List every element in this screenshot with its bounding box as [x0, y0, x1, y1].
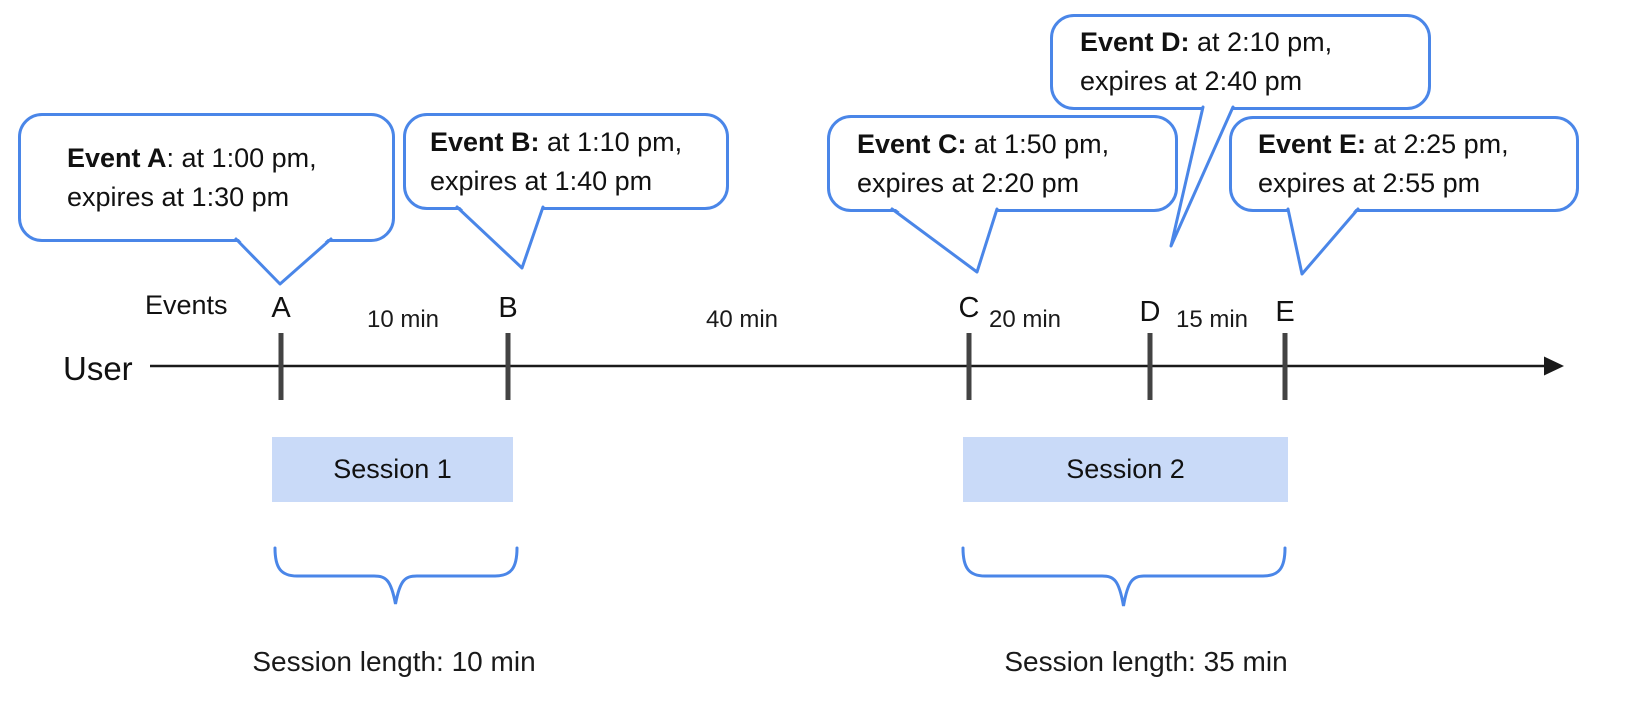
event-tick-a — [278, 333, 284, 400]
interval-b-c: 40 min — [705, 306, 779, 333]
callout-d-tail — [1169, 105, 1235, 248]
callout-event-a-line1: Event A: at 1:00 pm, — [67, 139, 392, 178]
callout-b-tail-fill — [457, 204, 543, 268]
session-2-length-caption: Session length: 35 min — [1004, 646, 1288, 677]
callout-event-a-time: : at 1:00 pm, — [166, 142, 317, 173]
callout-c-tail — [890, 207, 999, 274]
callout-event-d-title: Event D: — [1080, 27, 1190, 57]
callout-b-tail — [455, 205, 545, 270]
event-mark-a: A — [271, 292, 291, 324]
event-tick-c — [966, 333, 972, 400]
session-1-length-caption: Session length: 10 min — [252, 646, 536, 677]
event-mark-d: D — [1139, 296, 1161, 328]
timeline-arrowhead-icon — [1544, 356, 1564, 376]
callout-event-c: Event C: at 1:50 pm, expires at 2:20 pm — [827, 115, 1178, 212]
callout-event-b: Event B: at 1:10 pm, expires at 1:40 pm — [403, 113, 729, 210]
callout-event-e: Event E: at 2:25 pm, expires at 2:55 pm — [1229, 116, 1579, 212]
callout-event-b-title: Event B: — [430, 126, 540, 157]
event-tick-b — [505, 333, 511, 400]
session-2-brace — [961, 546, 1287, 607]
session-1-bar: Session 1 — [272, 437, 513, 502]
callout-c-tail-fill — [892, 206, 997, 272]
callout-event-c-line1: Event C: at 1:50 pm, — [857, 125, 1175, 164]
callout-event-e-line2: expires at 2:55 pm — [1258, 168, 1481, 198]
event-tick-e — [1282, 333, 1288, 400]
session-2-bar: Session 2 — [963, 437, 1288, 502]
callout-event-a-title: Event A — [67, 142, 167, 173]
callout-e-tail-fill — [1288, 206, 1358, 274]
callout-event-c-line2: expires at 2:20 pm — [857, 167, 1080, 198]
callout-event-c-time: at 1:50 pm, — [966, 128, 1110, 159]
callout-event-a: Event A: at 1:00 pm, expires at 1:30 pm — [18, 113, 395, 242]
events-row-label: Events — [145, 290, 228, 320]
callout-event-d-time: at 2:10 pm, — [1189, 27, 1333, 57]
callout-a-tail — [234, 237, 333, 286]
event-mark-b: B — [498, 292, 518, 324]
callout-event-b-line2: expires at 1:40 pm — [430, 165, 653, 196]
user-axis-label: User — [63, 350, 133, 387]
callout-e-tail — [1286, 207, 1360, 276]
callout-event-a-line2: expires at 1:30 pm — [67, 181, 290, 212]
callout-event-d: Event D: at 2:10 pm, expires at 2:40 pm — [1050, 14, 1431, 110]
callout-event-e-time: at 2:25 pm, — [1366, 129, 1509, 159]
session-1-brace — [273, 546, 519, 605]
callout-event-d-line2: expires at 2:40 pm — [1080, 66, 1303, 96]
session-1-label: Session 1 — [333, 454, 452, 484]
callout-event-e-line1: Event E: at 2:25 pm, — [1258, 125, 1576, 164]
event-mark-c: C — [958, 292, 980, 324]
interval-d-e: 15 min — [1175, 306, 1249, 333]
callout-event-e-title: Event E: — [1258, 129, 1367, 159]
interval-a-b: 10 min — [366, 306, 440, 333]
interval-c-d: 20 min — [988, 306, 1062, 333]
event-tick-d — [1147, 333, 1153, 400]
callout-a-tail-fill — [236, 236, 331, 284]
session-2-label: Session 2 — [1066, 454, 1185, 484]
callout-event-c-title: Event C: — [857, 128, 967, 159]
event-mark-e: E — [1275, 296, 1295, 328]
callout-event-b-line1: Event B: at 1:10 pm, — [430, 123, 726, 162]
callout-event-b-time: at 1:10 pm, — [539, 126, 683, 157]
callout-d-tail-fill — [1171, 104, 1233, 246]
callout-event-d-line1: Event D: at 2:10 pm, — [1080, 23, 1428, 62]
